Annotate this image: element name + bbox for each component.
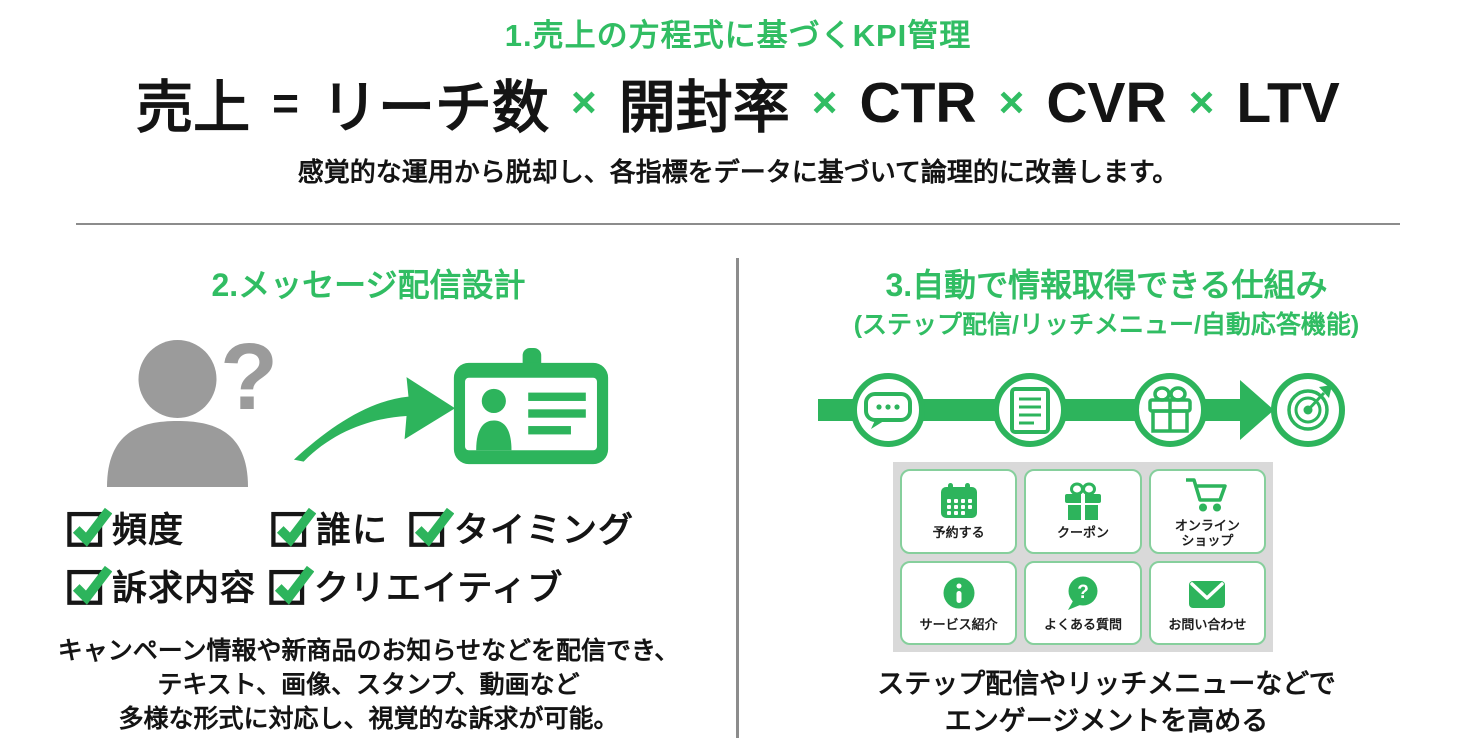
richmenu-button-service[interactable]: サービス紹介 (900, 560, 1018, 645)
svg-text:?: ? (1077, 582, 1089, 603)
formula-term-reach: リーチ数 (321, 76, 550, 140)
vertical-divider (736, 258, 739, 738)
checkbox-icon (268, 561, 315, 607)
checkbox-icon (270, 503, 317, 549)
checkbox-timing[interactable]: タイミング (408, 502, 634, 553)
revenue-formula: 売上 = リーチ数 × 開封率 × CTR × CVR × LTV (0, 62, 1476, 144)
question-mark: ? (220, 324, 279, 430)
richmenu-label: お問い合わせ (1168, 616, 1247, 632)
description-line: テキスト、画像、スタンプ、動画など (157, 671, 580, 699)
calendar-icon (940, 483, 977, 519)
richmenu-label: よくある質問 (1043, 616, 1122, 632)
question-icon: ? (1067, 576, 1098, 610)
description-line: エンゲージメントを高める (944, 706, 1269, 736)
info-icon (943, 577, 975, 609)
richmenu-button-faq[interactable]: ? よくある質問 (1024, 560, 1142, 645)
formula-term-openrate: 開封率 (618, 76, 790, 140)
checkbox-row-2: 訴求内容 クリエイティブ (66, 560, 563, 611)
checkbox-label: 頻度 (112, 511, 185, 550)
section1-subtitle: 感覚的な運用から脱却し、各指標をデータに基づいて論理的に改善します。 (297, 157, 1179, 187)
formula-multiply-icon: × (998, 78, 1025, 127)
richmenu-label: クーポン (1056, 525, 1109, 541)
gift-icon (1064, 482, 1101, 521)
richmenu-label: オンライン ショップ (1174, 517, 1240, 548)
description-line: キャンペーン情報や新商品のお知らせなどを配信でき、 (57, 637, 680, 665)
section3-description: ステップ配信やリッチメニューなどで エンゲージメントを高める (737, 666, 1476, 740)
horizontal-divider (76, 223, 1400, 225)
formula-term-ltv: LTV (1236, 71, 1340, 135)
checkbox-towhom[interactable]: 誰に (270, 502, 388, 553)
richmenu-label: 予約する (932, 525, 985, 541)
formula-multiply-icon: × (1188, 78, 1215, 127)
id-card-icon (453, 348, 609, 465)
checkbox-icon (66, 503, 113, 549)
description-line: 多様な形式に対応し、視覚的な訴求が可能。 (118, 705, 619, 733)
checkbox-frequency[interactable]: 頻度 (66, 502, 184, 553)
section3-subtitle: (ステップ配信/リッチメニュー/自動応答機能) (853, 311, 1360, 339)
person-silhouette-icon (107, 340, 248, 487)
section3-title: 3.自動で情報取得できる仕組み (885, 267, 1328, 303)
section2-title: 2.メッセージ配信設計 (211, 267, 526, 303)
description-line: ステップ配信やリッチメニューなどで (877, 669, 1336, 699)
checkbox-label: 誰に (316, 511, 389, 550)
target-icon (1287, 385, 1332, 431)
formula-multiply-icon: × (571, 78, 597, 127)
message-bubble-icon (864, 392, 912, 429)
section3-auto-info: 3.自動で情報取得できる仕組み (ステップ配信/リッチメニュー/自動応答機能) (737, 0, 1476, 750)
checkbox-label: タイミング (454, 511, 635, 550)
section1-title: 1.売上の方程式に基づくKPI管理 (504, 18, 972, 53)
rich-menu-grid: 予約する クーポン オンライン ショップ (893, 462, 1273, 652)
richmenu-button-contact[interactable]: お問い合わせ (1148, 560, 1266, 645)
cart-icon (1186, 478, 1228, 512)
checkbox-label: 訴求内容 (112, 569, 257, 608)
formula-multiply-icon: × (811, 78, 838, 127)
mail-icon (1189, 580, 1226, 608)
richmenu-button-reserve[interactable]: 予約する (900, 469, 1018, 554)
formula-term-cvr: CVR (1046, 71, 1167, 135)
curved-arrow-icon (293, 377, 456, 462)
formula-term-sales: 売上 (136, 76, 251, 140)
gift-icon (1148, 386, 1192, 433)
richmenu-label: サービス紹介 (919, 616, 998, 632)
document-icon (1010, 387, 1050, 434)
checkbox-appeal-content[interactable]: 訴求内容 (66, 560, 256, 611)
checkbox-row-1: 頻度 誰に タイミング (66, 502, 634, 553)
step-flow-diagram (818, 373, 1345, 447)
checkbox-label: クリエイティブ (314, 569, 564, 608)
richmenu-button-coupon[interactable]: クーポン (1024, 469, 1142, 554)
checkbox-icon (66, 561, 113, 607)
richmenu-button-onlineshop[interactable]: オンライン ショップ (1148, 469, 1266, 554)
checkbox-icon (408, 503, 455, 549)
formula-equals: = (272, 77, 300, 129)
section2-description: キャンペーン情報や新商品のお知らせなどを配信でき、 テキスト、画像、スタンプ、動… (0, 634, 737, 736)
formula-term-ctr: CTR (859, 71, 977, 135)
section2-message-design: 2.メッセージ配信設計 ? (0, 0, 737, 750)
checkbox-creative[interactable]: クリエイティブ (268, 560, 563, 611)
